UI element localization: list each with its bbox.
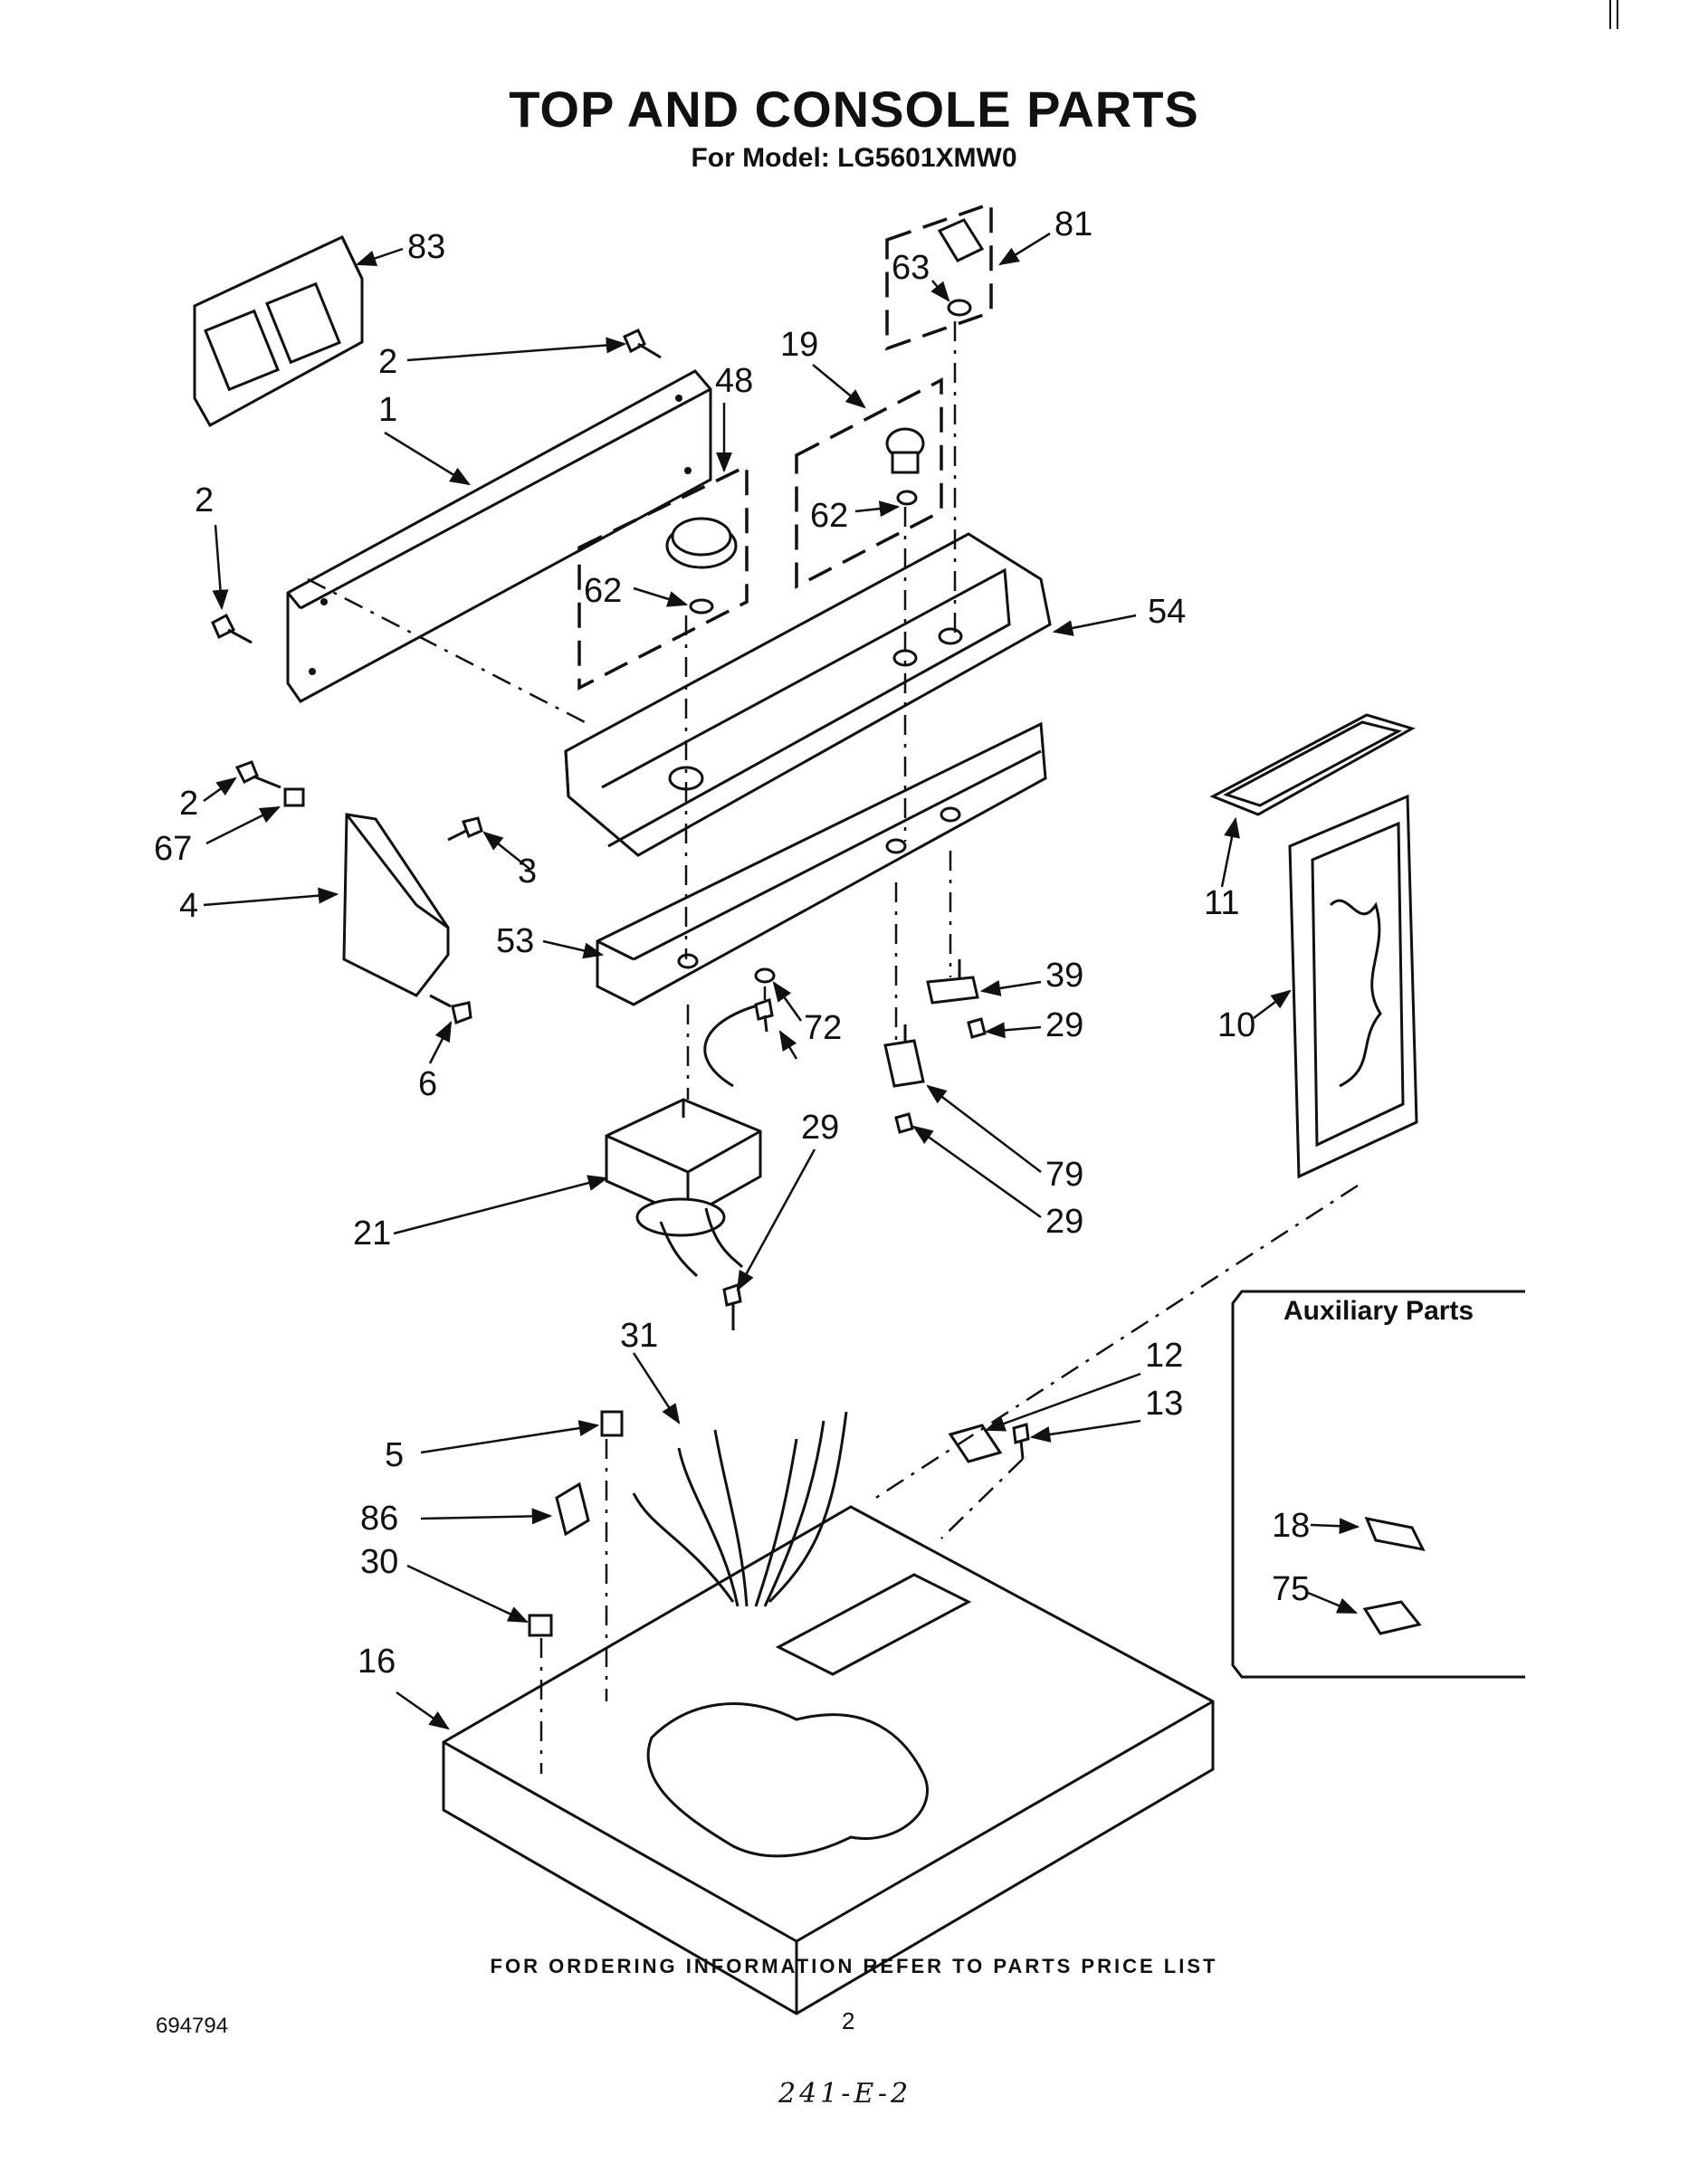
callout-54: 54 <box>1148 593 1186 631</box>
part-11-filter-cover <box>1209 713 1416 816</box>
part-13-screw <box>1012 1423 1030 1460</box>
part-21-timer <box>605 1003 762 1278</box>
callout-29-a: 29 <box>1045 1006 1083 1044</box>
callout-30: 30 <box>360 1543 398 1581</box>
part-5-clip <box>600 1410 624 1437</box>
part-31-wire-harness <box>632 1411 848 1607</box>
callout-86: 86 <box>360 1500 398 1538</box>
callout-19: 19 <box>780 326 818 364</box>
callout-11: 11 <box>1204 884 1239 922</box>
callout-16: 16 <box>358 1643 396 1681</box>
callout-6: 6 <box>418 1065 437 1103</box>
part-67-clip <box>283 787 305 807</box>
callout-3: 3 <box>518 853 537 891</box>
part-10-lint-screen <box>1288 794 1418 1179</box>
part-29-screw-d <box>894 1112 914 1134</box>
callout-5: 5 <box>385 1436 404 1474</box>
callout-29-c: 29 <box>1045 1203 1083 1241</box>
part-39-switch <box>926 959 979 1005</box>
callout-2-endcap: 2 <box>179 785 198 823</box>
callout-21: 21 <box>353 1215 391 1253</box>
callout-12: 12 <box>1145 1337 1183 1375</box>
edge-mark <box>1609 0 1618 29</box>
part-29-screw-a <box>754 998 774 1033</box>
callout-62-a: 62 <box>584 572 622 610</box>
callout-10: 10 <box>1217 1006 1255 1044</box>
callout-4: 4 <box>179 887 198 925</box>
auxiliary-parts-title: Auxiliary Parts <box>1283 1296 1474 1326</box>
callout-1: 1 <box>378 391 397 429</box>
document-number: 694794 <box>156 2014 229 2038</box>
part-6-screw <box>429 994 472 1025</box>
handwritten-note: 241-E-2 <box>778 2078 912 2110</box>
part-81-knob-group <box>885 201 993 351</box>
callout-29-b: 29 <box>801 1109 839 1147</box>
leader-lines <box>203 232 1360 1730</box>
callout-79: 79 <box>1045 1156 1083 1194</box>
ordering-footer: FOR ORDERING INFORMATION REFER TO PARTS … <box>490 1955 1218 1977</box>
page-number: 2 <box>842 2007 855 2034</box>
part-86-bracket <box>555 1481 590 1537</box>
alignment-lines <box>307 321 1359 1774</box>
part-54-console <box>564 532 1052 857</box>
page-title: TOP AND CONSOLE PARTS <box>509 81 1199 138</box>
callout-75: 75 <box>1272 1570 1310 1608</box>
callout-62-b: 62 <box>810 497 848 535</box>
callout-53: 53 <box>496 922 534 960</box>
callout-39: 39 <box>1045 957 1083 995</box>
callout-63: 63 <box>892 249 930 287</box>
callout-67: 67 <box>154 830 192 868</box>
callout-81: 81 <box>1054 205 1093 243</box>
part-72-clip <box>754 967 776 984</box>
callout-48: 48 <box>715 362 753 400</box>
callout-2-left: 2 <box>195 481 214 519</box>
part-29-screw-b <box>967 1017 987 1039</box>
callout-18: 18 <box>1272 1507 1310 1545</box>
callout-83: 83 <box>407 228 445 266</box>
part-53-control-panel <box>596 721 1047 1006</box>
part-2-screw-upper <box>623 329 662 359</box>
part-30-bushing <box>528 1614 553 1637</box>
part-2-screw-endcap <box>234 760 281 789</box>
callout-72: 72 <box>804 1009 842 1047</box>
callout-31: 31 <box>620 1317 658 1355</box>
part-12-hinge <box>948 1424 1003 1463</box>
part-48-timer-knob-group <box>577 463 749 691</box>
part-2-screw-left <box>211 613 253 644</box>
part-79-switch <box>883 1024 925 1088</box>
part-16-top <box>442 1505 1215 2015</box>
part-1-rear-panel <box>286 369 712 703</box>
callout-2-upper: 2 <box>378 343 397 381</box>
part-4-end-cap <box>342 813 450 997</box>
part-29-screw-c <box>722 1283 742 1330</box>
part-19-knob-group <box>795 377 943 589</box>
callout-13: 13 <box>1145 1385 1183 1423</box>
model-subtitle: For Model: LG5601XMW0 <box>691 143 1017 173</box>
part-3-screw <box>447 816 483 842</box>
callout-labels: 83 81 63 2 1 48 19 2 62 62 54 2 67 3 4 5… <box>154 205 1310 1681</box>
auxiliary-parts-box <box>1231 1290 1525 1679</box>
part-83-bracket <box>193 235 364 428</box>
